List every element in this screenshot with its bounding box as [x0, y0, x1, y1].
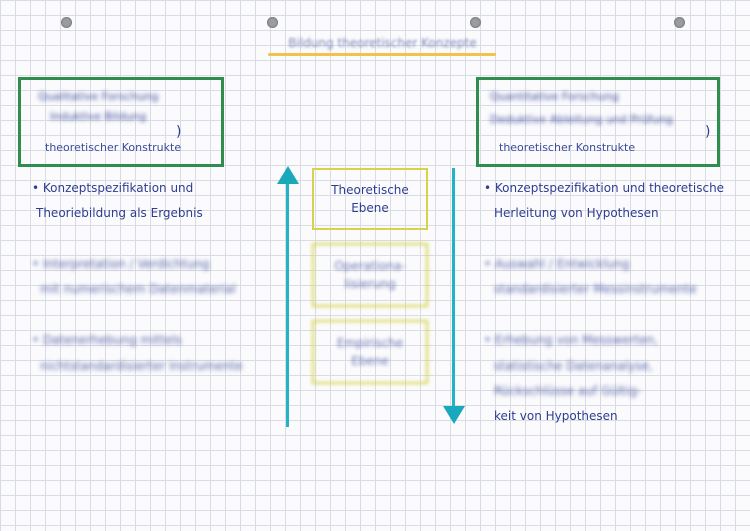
- right-bullet-3-line-3: Rückschlüsse auf Gültig-: [494, 384, 642, 398]
- left-bullet-3-line-2: nichtstandardisierter Instrumente: [40, 359, 243, 373]
- stage-theoretical-line-1: Theoretische: [331, 183, 409, 197]
- stage-operationalization: Operationa- lisierung: [312, 243, 428, 307]
- right-header-line-3: theoretischer Konstrukte: [499, 141, 636, 154]
- downward-arrow-head-icon: [443, 406, 465, 424]
- page-title: Bildung theoretischer Konzepte: [288, 36, 477, 50]
- stage-operationalization-line-2: lisierung: [344, 277, 396, 291]
- left-header-line-2: Induktive Bildung: [50, 110, 147, 123]
- right-bullet-1-line-2: Herleitung von Hypothesen: [494, 206, 659, 220]
- right-bullet-3-line-1: • Erhebung von Messwerten,: [484, 333, 659, 347]
- stage-theoretical: Theoretische Ebene: [312, 168, 428, 230]
- stage-empirical: Empirische Ebene: [312, 320, 428, 384]
- bracket-mark: ): [705, 124, 711, 140]
- left-bullet-3-line-1: • Datenerhebung mittels: [32, 333, 182, 347]
- left-header-line-3: theoretischer Konstrukte: [45, 141, 182, 154]
- stage-empirical-line-1: Empirische: [336, 336, 404, 350]
- left-bullet-2-line-1: • Interpretation / Verdichtung: [32, 257, 210, 271]
- right-bullet-2-line-1: • Auswahl / Entwicklung: [484, 257, 630, 271]
- punch-hole: [61, 17, 72, 28]
- downward-arrow-shaft: [452, 168, 455, 408]
- right-bullet-3-line-2: statistische Datenanalyse,: [494, 359, 653, 373]
- right-bullet-1-line-1: • Konzeptspezifikation und theoretische: [484, 181, 725, 195]
- stage-operationalization-line-1: Operationa-: [334, 259, 406, 273]
- punch-hole: [267, 17, 278, 28]
- punch-hole: [470, 17, 481, 28]
- punch-hole: [674, 17, 685, 28]
- title-underline: [268, 53, 496, 56]
- right-header-box: [476, 77, 720, 167]
- left-bullet-1-line-1: • Konzeptspezifikation und: [32, 181, 194, 195]
- right-header-line-2: Deduktive Ableitung und Prüfung: [490, 113, 673, 126]
- left-header-line-1: Qualitative Forschung: [38, 90, 159, 103]
- right-bullet-3-line-4: keit von Hypothesen: [494, 409, 618, 423]
- stage-empirical-line-2: Ebene: [351, 354, 389, 368]
- left-header-box: [18, 77, 224, 167]
- right-header-line-1: Quantitative Forschung: [490, 90, 619, 103]
- upward-arrow-head-icon: [277, 166, 299, 184]
- stage-theoretical-line-2: Ebene: [351, 201, 389, 215]
- upward-arrow-shaft: [286, 182, 289, 427]
- right-bullet-2-line-2: standardisierter Messinstrumente: [494, 282, 697, 296]
- left-bullet-2-line-2: mit numerischem Datenmaterial: [40, 282, 236, 296]
- bracket-mark: ): [176, 124, 182, 140]
- left-bullet-1-line-2: Theoriebildung als Ergebnis: [36, 206, 203, 220]
